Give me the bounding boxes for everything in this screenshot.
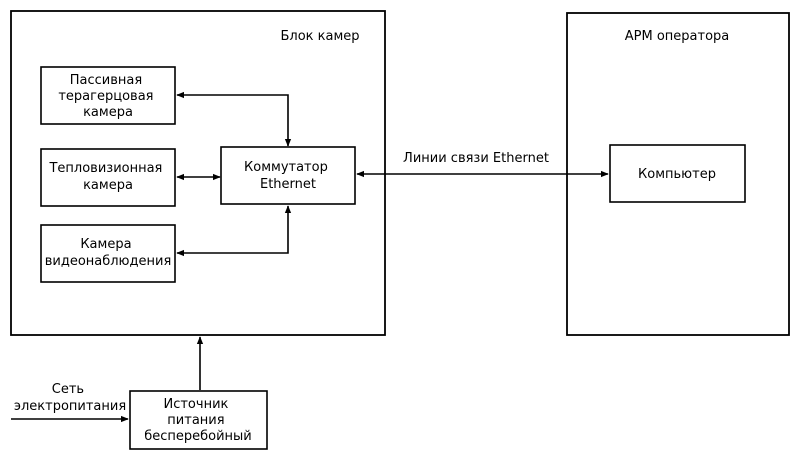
operator-workstation-title: АРМ оператора (625, 29, 730, 44)
thermal-camera-box (40, 148, 176, 207)
edge-switch-passive-thz (176, 91, 292, 147)
passive-thz-camera-label: Пассивная терагерцовая камера (58, 73, 157, 120)
ethernet-links-label: Линии связи Ethernet (403, 151, 549, 166)
camera-block-title: Блок камер (280, 29, 359, 44)
surveillance-camera-box (40, 224, 176, 283)
computer-label: Компьютер (638, 167, 716, 182)
surveillance-camera-label: Камера видеонаблюдения (45, 237, 172, 269)
passive-thz-camera-box (40, 66, 176, 125)
ethernet-switch-label: Коммутатор Ethernet (244, 160, 332, 192)
power-grid-label: Сеть электропитания (14, 382, 126, 414)
ups-label: Источник питания бесперебойный (144, 397, 252, 444)
thermal-camera-label: Тепловизионная камера (48, 161, 166, 193)
computer-box (609, 144, 746, 203)
ups-box (129, 390, 268, 450)
edge-switch-surveillance (176, 205, 292, 257)
ethernet-switch-box (220, 146, 356, 205)
